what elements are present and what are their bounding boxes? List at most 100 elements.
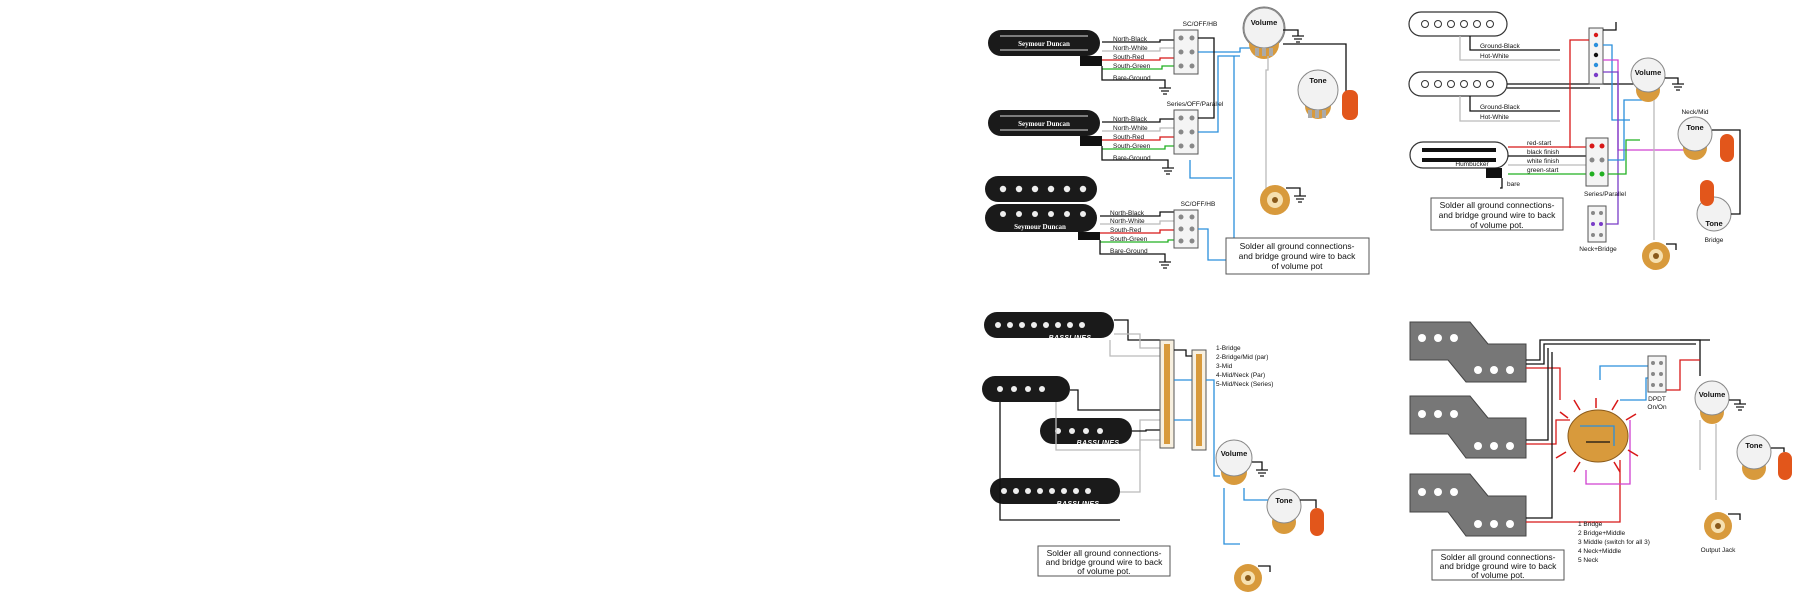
wire-label: South-Green xyxy=(1113,143,1151,150)
position-label: 1-Bridge xyxy=(1216,345,1241,352)
tone-neck-label: Neck/Mid xyxy=(1681,109,1708,116)
wire-labels-3: North-Black North-White South-Red South-… xyxy=(1110,210,1148,255)
bass-pickup-2 xyxy=(982,376,1070,402)
wire-label: South-Red xyxy=(1113,54,1144,61)
bass-pickup-4: BASSLINES xyxy=(990,478,1120,508)
wire-labels-2: North-Black North-White South-Red South-… xyxy=(1113,116,1151,162)
position-label: 1 Bridge xyxy=(1578,521,1603,528)
pickup-brand: Humbucker xyxy=(1455,161,1489,168)
switch-label-3: SC/OFF/HB xyxy=(1181,201,1216,208)
volume-label: Volume xyxy=(1699,390,1726,399)
series-parallel-switch: Series/Parallel xyxy=(1584,137,1627,198)
bass-pickup-3: BASSLINES xyxy=(1040,418,1132,447)
note-line: of volume pot xyxy=(1271,261,1323,271)
tone-pot-3: Tone xyxy=(1266,488,1324,536)
output-jack-1 xyxy=(1260,185,1290,215)
tone-label: Tone xyxy=(1705,219,1722,228)
ground-icon xyxy=(1294,195,1306,203)
output-jack-label: Output Jack xyxy=(1701,547,1736,554)
position-label: 4 Neck+Middle xyxy=(1578,548,1622,555)
switch-1: SC/OFF/HB xyxy=(1173,21,1218,75)
output-jack-4: Output Jack xyxy=(1701,512,1736,554)
ground-icon xyxy=(1672,83,1684,91)
wire-label: North-White xyxy=(1110,218,1145,225)
rotary-switch xyxy=(1555,398,1639,473)
note-line: Solder all ground connections- xyxy=(1240,241,1355,251)
ground-icon xyxy=(1734,403,1746,411)
split-pickup-1 xyxy=(1409,321,1527,383)
positions-legend-3: 1-Bridge 2-Bridge/Mid (par) 3-Mid 4-Mid/… xyxy=(1216,345,1273,388)
tone-label: Tone xyxy=(1309,76,1326,85)
position-label: 2 Bridge+Middle xyxy=(1578,530,1626,537)
volume-pot-1: Volume xyxy=(1242,6,1286,59)
wire-label: South-Green xyxy=(1110,236,1148,243)
position-label: 5-Mid/Neck (Series) xyxy=(1216,381,1273,388)
five-way-switch-b xyxy=(1191,349,1207,451)
note-line: of volume pot. xyxy=(1470,220,1523,230)
switch-label-1: SC/OFF/HB xyxy=(1183,21,1218,28)
wire-label: Hot-White xyxy=(1480,114,1509,121)
tone-label: Tone xyxy=(1745,441,1762,450)
selector-switch-d2 xyxy=(1588,27,1604,85)
volume-pot-4: Volume xyxy=(1694,380,1730,424)
bass-pickup-1: BASSLINES xyxy=(984,312,1114,342)
pickup-brand: BASSLINES xyxy=(1057,501,1100,508)
wire-label: Bare-Ground xyxy=(1113,75,1151,82)
volume-label: Volume xyxy=(1635,68,1662,77)
diagram-3: BASSLINES BASSLINES BASSLINES xyxy=(982,312,1324,592)
wire-label: black finish xyxy=(1527,149,1560,156)
wire-label: bare xyxy=(1507,181,1520,188)
note-line: and bridge ground wire to back xyxy=(1439,210,1556,220)
diagram-4: DPDT On/On Volume Tone Output Jack xyxy=(1409,321,1792,581)
pickup-brand-2: Seymour Duncan xyxy=(1018,120,1070,128)
wire-label: North-Black xyxy=(1110,210,1145,217)
note-line: Solder all ground connections- xyxy=(1441,552,1556,562)
single-coil-pickup-2 xyxy=(1408,71,1508,97)
position-label: 3-Mid xyxy=(1216,363,1233,370)
ground-icon xyxy=(1292,35,1304,43)
solder-note-4: Solder all ground connections- and bridg… xyxy=(1431,549,1565,581)
ground-icon xyxy=(1256,469,1268,477)
tone-pot-1: Tone xyxy=(1297,69,1358,120)
positions-legend-4: 1 Bridge 2 Bridge+Middle 3 Middle (switc… xyxy=(1578,521,1650,564)
humbucker-pickup-d2: Humbucker xyxy=(1409,141,1509,178)
output-jack-2 xyxy=(1642,242,1670,270)
wire-label: green-start xyxy=(1527,167,1559,174)
wire-label: Ground-Black xyxy=(1480,104,1520,111)
split-pickup-2 xyxy=(1409,395,1527,459)
single-coil-pickup-1 xyxy=(1408,11,1508,37)
switch-3: SC/OFF/HB xyxy=(1173,201,1216,249)
wire-label: Bare-Ground xyxy=(1110,248,1148,255)
wire-label: Ground-Black xyxy=(1480,43,1520,50)
volume-label: Volume xyxy=(1221,449,1248,458)
solder-note-3: Solder all ground connections- and bridg… xyxy=(1037,545,1171,577)
note-line: of volume pot. xyxy=(1471,570,1524,580)
wire-label: South-Red xyxy=(1113,134,1144,141)
tone-pot-4: Tone xyxy=(1736,434,1792,480)
dpdt-switch: DPDT On/On xyxy=(1647,355,1667,411)
pickup-brand-1: Seymour Duncan xyxy=(1018,40,1070,48)
position-label: 5 Neck xyxy=(1578,557,1599,564)
wire-label: South-Green xyxy=(1113,63,1151,70)
wire-label: white finish xyxy=(1526,158,1560,165)
output-jack-3 xyxy=(1234,564,1262,592)
note-line: Solder all ground connections- xyxy=(1047,548,1162,558)
wire-label: North-White xyxy=(1113,45,1148,52)
switch-label-2: Series/OFF/Parallel xyxy=(1167,101,1224,108)
note-line: and bridge ground wire to back xyxy=(1440,561,1557,571)
volume-pot-2: Volume xyxy=(1630,57,1666,102)
position-label: 4-Mid/Neck (Par) xyxy=(1216,372,1265,379)
wire-label: Hot-White xyxy=(1480,53,1509,60)
wire-labels-1: North-Black North-White South-Red South-… xyxy=(1113,36,1151,82)
ground-icon xyxy=(1159,87,1174,269)
neck-bridge-switch: Neck+Bridge xyxy=(1579,205,1617,253)
wire-label: North-Black xyxy=(1113,36,1148,43)
switch-2: Series/OFF/Parallel xyxy=(1167,101,1224,155)
wire-label: North-Black xyxy=(1113,116,1148,123)
position-label: 3 Middle (switch for all 3) xyxy=(1578,539,1650,546)
wire-label: Bare-Ground xyxy=(1113,155,1151,162)
pickup-brand: BASSLINES xyxy=(1049,335,1092,342)
position-label: 2-Bridge/Mid (par) xyxy=(1216,354,1268,361)
note-line: and bridge ground wire to back xyxy=(1239,251,1356,261)
